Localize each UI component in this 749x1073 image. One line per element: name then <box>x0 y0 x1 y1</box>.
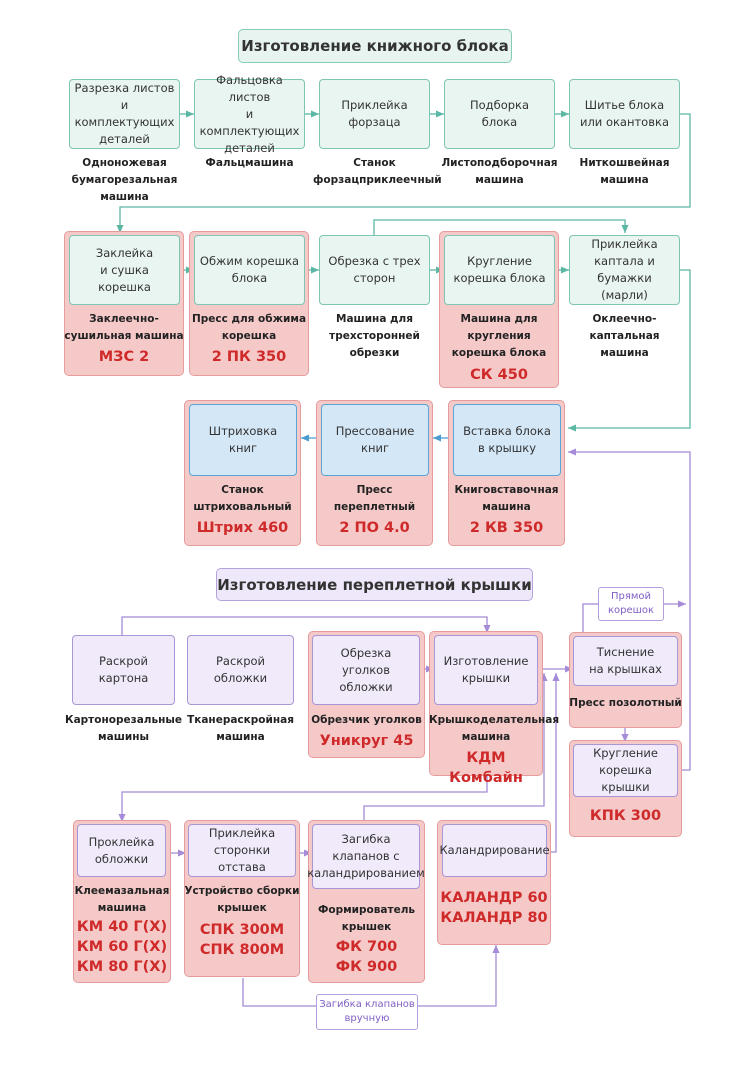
machine-label-corner-cutting: Обрезчик уголков <box>311 714 422 726</box>
section-title-cover: Изготовление переплетной крышки <box>216 568 533 601</box>
step-calendering: Каландрирование <box>439 824 550 877</box>
machine-label-flap-folding: Формирователь крышек <box>317 904 416 933</box>
step-foil-stamping: Тиснение на крышках <box>573 636 678 686</box>
machine-label-headband: Оклеечно- каптальная машина <box>589 313 660 359</box>
model-unikrug: Уникруг 45 <box>319 733 414 749</box>
machine-label-gathering: Листоподборочная машина <box>441 157 558 186</box>
step-spine-gluing: Заклейка и сушка корешка <box>69 235 180 305</box>
machine-label-cover-cutting: Тканераскройная машина <box>187 714 294 743</box>
step-gathering: Подборка блока <box>444 79 555 149</box>
model-kpk: КПК 300 <box>589 808 662 824</box>
machine-label-endpaper: Станок форзацприклеечный <box>313 157 442 186</box>
machine-label-folding: Фальцмашина <box>205 157 294 169</box>
model-po: 2 ПО 4.0 <box>339 520 410 536</box>
step-endpaper: Приклейка форзаца <box>319 79 430 149</box>
machine-label-sewing: Ниткошвейная машина <box>579 157 670 186</box>
step-book-pressing: Прессование книг <box>321 404 429 476</box>
arrow-c6-s11 <box>568 448 691 771</box>
machine-label-cutting: Одноножевая бумагорезальная машина <box>71 157 178 203</box>
arrow-c1-c4-top <box>121 616 491 635</box>
step-casing-in: Вставка блока в крышку <box>453 404 561 476</box>
step-book-creasing: Штриховка книг <box>189 404 297 476</box>
machine-label-book-creasing: Станок штриховальный <box>193 484 292 513</box>
note-manual-flap-folding: Загибка клапанов вручную <box>316 994 418 1030</box>
machine-label-spine-pressing: Пресс для обжима корешка <box>191 313 307 342</box>
step-board-cutting: Раскрой картона <box>72 635 175 705</box>
arrow-s8-s10-top <box>373 219 629 235</box>
machine-label-cover-gluing: Клеемазальная машина <box>74 885 170 914</box>
step-spine-pressing: Обжим корешка блока <box>194 235 305 305</box>
machine-label-foil-stamping: Пресс позолотный <box>569 697 682 709</box>
arrow-s5-s6 <box>116 113 691 233</box>
model-calender: КАЛАНДР 60 КАЛАНДР 80 <box>440 890 548 926</box>
step-sewing: Шитье блока или окантовка <box>569 79 680 149</box>
machine-label-spine-strip-gluing: Устройство сборки крышек <box>184 885 300 914</box>
model-km: КМ 40 Г(Х) КМ 60 Г(Х) КМ 80 Г(Х) <box>76 919 168 975</box>
step-sheet-cutting: Разрезка листов и комплектующих деталей <box>69 79 180 149</box>
model-mzs: МЗС 2 <box>98 349 150 365</box>
model-kv: 2 КВ 350 <box>469 520 544 536</box>
step-cover-gluing: Проклейка обложки <box>77 824 166 877</box>
step-headband: Приклейка каптала и бумажки (марли) <box>569 235 680 305</box>
machine-label-block-rounding: Машина для кругления корешка блока <box>451 313 547 359</box>
step-case-making: Изготовление крышки <box>434 635 538 705</box>
model-shtrih: Штрих 460 <box>196 520 289 536</box>
step-folding: Фальцовка листов и комплектующих деталей <box>194 73 305 155</box>
arrow-c9-c4 <box>363 673 548 822</box>
machine-label-case-making: Крышкоделательная машина <box>429 714 560 743</box>
model-kdm: КДМ Комбайн <box>449 750 523 786</box>
machine-label-book-pressing: Пресс переплетный <box>333 484 416 513</box>
step-corner-cutting: Обрезка уголков обложки <box>312 635 420 705</box>
model-fk: ФК 700 ФК 900 <box>335 939 398 975</box>
machine-label-casing-in: Книговставочная машина <box>454 484 559 513</box>
step-spine-strip-gluing: Приклейка сторонки отстава <box>188 824 296 877</box>
machine-label-board-cutting: Картонорезальные машины <box>65 714 182 743</box>
step-three-side-trim: Обрезка с трех сторон <box>319 235 430 305</box>
step-block-rounding: Кругление корешка блока <box>444 235 555 305</box>
model-spk: СПК 300М СПК 800М <box>199 922 285 958</box>
step-cover-cutting: Раскрой обложки <box>187 635 294 705</box>
machine-label-spine-gluing: Заклеечно- сушильная машина <box>64 313 184 342</box>
machine-label-three-side-trim: Машина для трехсторонней обрезки <box>329 313 420 359</box>
step-flap-folding-calendering: Загибка клапанов с каландрированием <box>307 824 425 889</box>
note-straight-spine: Прямой корешок <box>598 587 664 621</box>
arrow-s10-s11 <box>568 269 691 432</box>
step-case-rounding: Кругление корешка крышки <box>573 744 678 797</box>
model-2pk: 2 ПК 350 <box>211 349 287 365</box>
model-sk: СК 450 <box>470 367 528 383</box>
section-title-book-block: Изготовление книжного блока <box>238 29 512 63</box>
